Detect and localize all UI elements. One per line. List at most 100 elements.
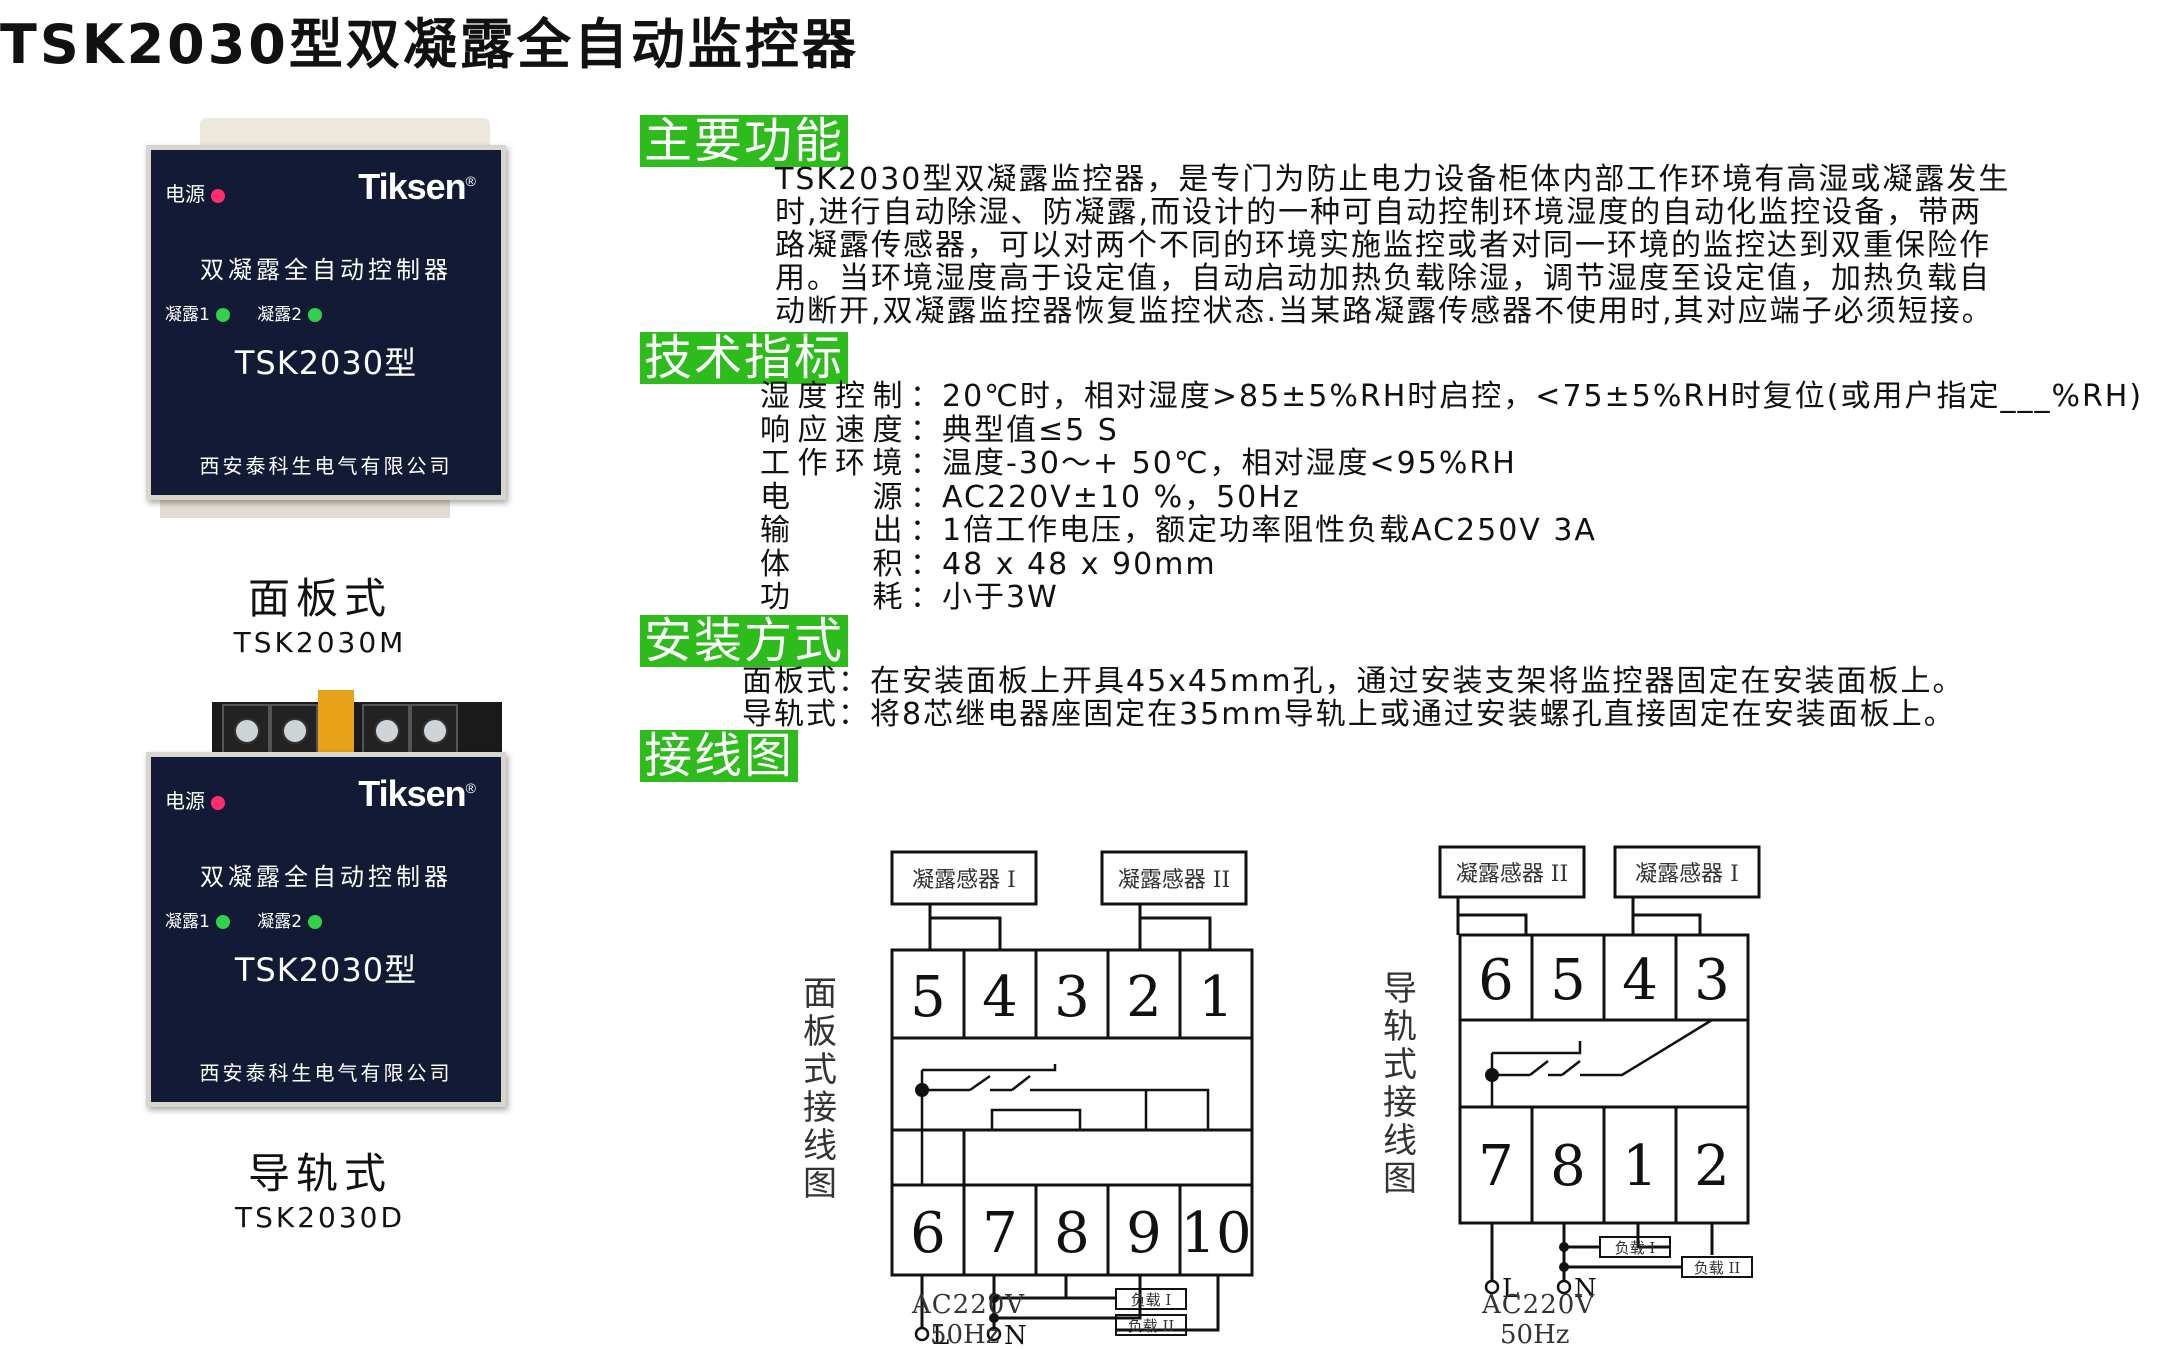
screw-terminal-icon — [270, 704, 318, 756]
brand-logo: Tiksen® — [358, 773, 476, 815]
condensation-leds: 凝露1 凝露2 — [165, 300, 344, 325]
load2-label: 负载 II — [1694, 1259, 1741, 1277]
functions-line: TSK2030型双凝露监控器，是专门为防止电力设备柜体内部工作环境有高湿或凝露发… — [775, 162, 2011, 197]
power-indicator: 电源 — [165, 785, 225, 814]
sensor-box-left — [1438, 845, 1586, 899]
spec-row: 输 出：1倍工作电压，额定功率阻性负载AC250V 3A — [760, 514, 2143, 548]
spec-label: 工作环境： — [760, 446, 942, 481]
diagram-panel-side-label: 面 板 式 接 线 图 — [800, 975, 840, 1203]
terminal-number: 6 — [1478, 948, 1514, 1013]
sensor-box-right — [1100, 850, 1248, 906]
terminal-number: 1 — [1622, 1134, 1658, 1199]
load1-box — [1115, 1288, 1187, 1310]
power-led-icon — [211, 188, 225, 203]
caption-model: TSK2030D — [234, 1201, 406, 1234]
sensor-right-label: 凝露感器 II — [1118, 868, 1230, 893]
junction-dot — [915, 1083, 929, 1097]
load1-label: 负载 I — [1615, 1239, 1656, 1257]
led2-label: 凝露2 — [257, 912, 303, 932]
condensation-leds: 凝露1 凝露2 — [165, 907, 344, 932]
terminal-L-label: L — [1502, 1274, 1519, 1304]
spec-label: 电 源： — [760, 479, 942, 515]
junction-dot — [989, 1293, 999, 1303]
spec-value: 小于3W — [942, 580, 1059, 615]
spec-label: 功 耗： — [760, 580, 942, 615]
terminal-N-label: N — [1574, 1274, 1597, 1304]
device-company: 西安泰科生电气有限公司 — [199, 1061, 453, 1085]
terminal-divider — [318, 690, 354, 752]
spec-label: 响应速度： — [760, 412, 942, 448]
spec-row: 湿度控制：20℃时，相对湿度>85±5%RH时启控，<75±5%RH时复位(或用… — [760, 380, 2143, 414]
device-model: TSK2030型 — [234, 344, 418, 382]
device-caption: 面板式 TSK2030M — [170, 565, 470, 659]
terminal-L-label: L — [932, 1321, 949, 1350]
specs-list: 湿度控制：20℃时，相对湿度>85±5%RH时启控，<75±5%RH时复位(或用… — [760, 380, 2143, 615]
sensor-box-left — [890, 850, 1038, 906]
spec-label: 湿度控制： — [760, 379, 942, 414]
load1-label: 负载 I — [1131, 1291, 1172, 1309]
functions-paragraph: TSK2030型双凝露监控器，是专门为防止电力设备柜体内部工作环境有高湿或凝露发… — [775, 163, 2160, 328]
section-heading-specs: 技术指标 — [640, 332, 849, 384]
load2-label: 负载 II — [1128, 1317, 1175, 1335]
led2-label: 凝露2 — [257, 305, 303, 325]
spec-row: 电 源：AC220V±10 %，50Hz — [760, 479, 2143, 515]
device-caption: 导轨式 TSK2030D — [170, 1140, 470, 1234]
led2-icon — [308, 915, 323, 929]
panel-supply-label: AC220V — [912, 1290, 1026, 1320]
device-name: 双凝露全自动控制器 — [200, 256, 452, 284]
device-face: 电源 Tiksen® 双凝露全自动控制器 凝露1 凝露2 TSK2030型 西安… — [146, 752, 506, 1107]
power-indicator: 电源 — [165, 178, 225, 207]
functions-line: 用。当环境湿度高于设定值，自动启动加热负载除湿，调节湿度至设定值，加热负载自 — [775, 261, 1991, 296]
load1-box — [1599, 1236, 1671, 1258]
brand-name: Tiksen — [358, 773, 466, 814]
diagram-panel-wiring: 凝露感器 I 凝露感器 II 5 4 3 2 1 6 7 8 9 10 负载 I… — [890, 850, 1254, 1350]
section-heading-functions: 主要功能 — [640, 115, 849, 167]
panel-freq-label: 50Hz — [930, 1320, 1000, 1350]
load2-box — [1115, 1314, 1187, 1336]
side-label-char: 线 — [1383, 1121, 1417, 1161]
brand-logo: Tiksen® — [358, 166, 476, 208]
device-company: 西安泰科生电气有限公司 — [199, 454, 453, 478]
terminal-number: 9 — [1126, 1201, 1162, 1266]
terminal-number: 5 — [910, 965, 946, 1030]
spec-value: 典型值≤5 S — [942, 412, 1119, 448]
junction-dot — [1559, 1262, 1569, 1272]
install-list: 面板式：在安装面板上开具45x45mm孔，通过安装支架将监控器固定在安装面板上。… — [742, 665, 1965, 731]
section-heading-wiring: 接线图 — [640, 730, 799, 782]
side-label-char: 导 — [1383, 969, 1417, 1009]
side-label-char: 图 — [803, 1164, 837, 1204]
load2-box — [1681, 1256, 1753, 1278]
sensor-box-right — [1613, 845, 1761, 899]
sensor-right-lead — [1138, 904, 1212, 950]
sensor-left-lead — [928, 904, 1002, 950]
led1-icon — [215, 308, 230, 322]
terminal-number: 3 — [1054, 965, 1090, 1030]
led2-icon — [308, 308, 323, 322]
junction-dot — [1559, 1242, 1569, 1252]
side-label-char: 图 — [1383, 1159, 1417, 1199]
led1-label: 凝露1 — [165, 305, 210, 325]
power-label: 电源 — [165, 789, 205, 813]
side-label-char: 接 — [803, 1088, 837, 1128]
terminal-number: 1 — [1198, 965, 1234, 1030]
side-label-char: 面 — [803, 974, 837, 1014]
page-title: TSK2030型双凝露全自动监控器 — [0, 13, 859, 76]
functions-line: 路凝露传感器，可以对两个不同的环境实施监控或者对同一环境的监控达到双重保险作 — [775, 228, 1991, 263]
spec-row: 功 耗：小于3W — [760, 581, 2143, 615]
spec-label: 体 积： — [760, 546, 942, 582]
power-led-icon — [211, 795, 225, 810]
spec-row: 工作环境：温度-30～+ 50℃，相对湿度<95%RH — [760, 447, 2143, 481]
side-label-char: 式 — [1383, 1045, 1417, 1085]
spec-value: AC220V±10 %，50Hz — [942, 479, 1301, 515]
device-face: 电源 Tiksen® 双凝露全自动控制器 凝露1 凝露2 TSK2030型 西安… — [146, 145, 506, 500]
terminal-L-icon — [1484, 1279, 1500, 1295]
terminal-number: 6 — [910, 1201, 946, 1266]
terminal-N-icon — [1556, 1279, 1572, 1295]
spec-label: 输 出： — [760, 513, 942, 548]
terminal-L-icon — [914, 1326, 930, 1342]
terminal-number: 8 — [1550, 1134, 1586, 1199]
led1-label: 凝露1 — [165, 912, 210, 932]
junction-dot — [989, 1313, 999, 1323]
terminal-number: 4 — [1622, 948, 1658, 1013]
terminal-number: 7 — [1478, 1134, 1514, 1199]
